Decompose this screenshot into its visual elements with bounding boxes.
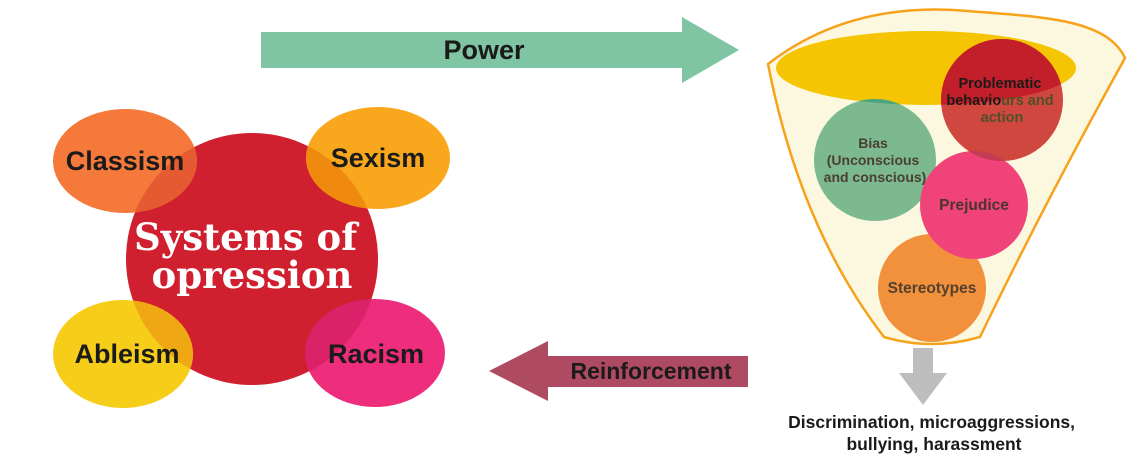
oppression-circle: [126, 133, 378, 385]
bias-label-line3: and conscious): [824, 169, 927, 185]
prejudice-circle: [920, 151, 1028, 259]
funnel-output-group: Discrimination, microaggressions, bullyi…: [788, 348, 1080, 454]
problematic-label-line1: Problematic: [958, 76, 1041, 92]
bias-circle: [814, 99, 936, 221]
reinforcement-arrow-group: Reinforcement: [489, 341, 748, 401]
reinforcement-arrow: [489, 341, 748, 401]
problematic-label-line2: behaviours and: [946, 93, 1053, 109]
systems-of-oppression-group: Classism Sexism Ableism Racism Systems o…: [53, 107, 450, 408]
problematic-label-line2-olive: urs and: [1001, 93, 1053, 109]
problematic-label: Problematic behaviours and action: [946, 76, 1057, 126]
problematic-label-line2-dark: behavio: [946, 93, 1001, 109]
power-label: Power: [443, 35, 525, 65]
classism-label: Classism: [66, 146, 185, 176]
oppression-label-line1: Systems of: [134, 215, 359, 259]
down-arrow: [899, 348, 947, 405]
reinforcement-label: Reinforcement: [570, 358, 731, 384]
prejudice-label: Prejudice: [939, 197, 1009, 214]
racism-label: Racism: [328, 339, 424, 369]
funnel-contents: [776, 31, 1076, 342]
stereotypes-label: Stereotypes: [888, 280, 977, 297]
sexism-label: Sexism: [331, 143, 426, 173]
outcome-label-line1: Discrimination, microaggressions,: [788, 412, 1075, 432]
ableism-label: Ableism: [74, 339, 179, 369]
power-arrow: [261, 17, 739, 83]
outcome-label: Discrimination, microaggressions, bullyi…: [788, 412, 1080, 454]
bias-label: Bias (Unconscious and conscious): [824, 135, 927, 185]
funnel-outline: [766, 8, 1127, 346]
oppression-label: Systems of opression: [134, 215, 370, 297]
funnel-group: Bias (Unconscious and conscious) Problem…: [766, 8, 1127, 346]
power-arrow-group: Power: [261, 17, 739, 83]
sexism-overlap: [306, 133, 378, 209]
oppression-label-line2: opression: [152, 253, 353, 297]
stereotypes-circle: [878, 234, 986, 342]
bias-label-line2: (Unconscious: [827, 152, 920, 168]
bias-label-line1: Bias: [858, 135, 888, 151]
problematic-label-line3: action: [981, 110, 1024, 126]
outcome-label-line2: bullying, harassment: [846, 434, 1021, 454]
